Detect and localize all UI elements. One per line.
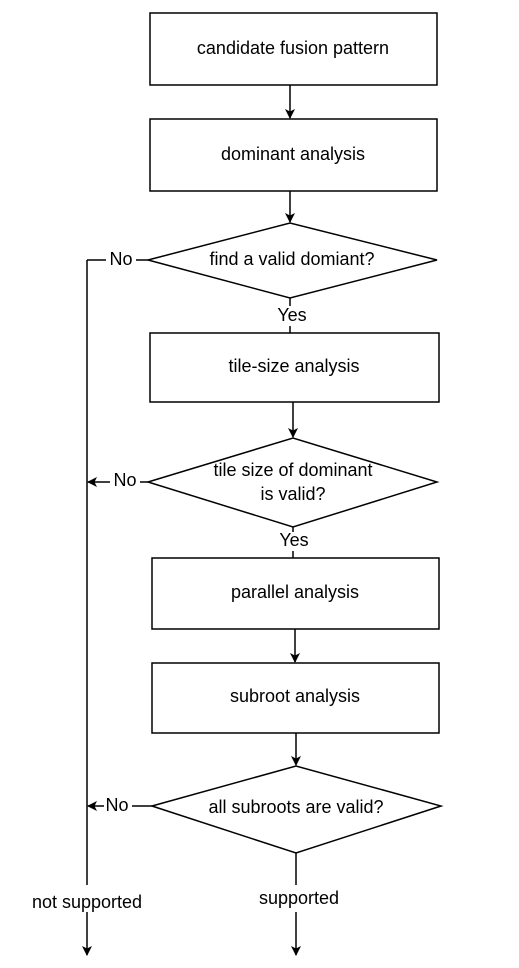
- decision3-label: all subroots are valid?: [208, 797, 383, 817]
- decision-subroots-valid: [149, 765, 444, 854]
- decision1-no-label: No: [109, 249, 132, 269]
- decision2-label-line1: tile size of dominant: [213, 460, 372, 480]
- decision1-yes-label: Yes: [277, 305, 306, 325]
- decision2-label-line2: is valid?: [260, 484, 325, 504]
- decision3-no-label: No: [105, 795, 128, 815]
- tilesize-box: [149, 332, 440, 403]
- tilesize-label: tile-size analysis: [228, 356, 359, 376]
- dominant-label: dominant analysis: [221, 144, 365, 164]
- decision2-yes-label: Yes: [279, 530, 308, 550]
- decision1-label: find a valid domiant?: [209, 249, 374, 269]
- parallel-box: [151, 557, 440, 630]
- not-supported-label: not supported: [32, 892, 142, 912]
- parallel-label: parallel analysis: [231, 582, 359, 602]
- subroot-box: [151, 662, 440, 734]
- candidate-box: [149, 12, 438, 86]
- decision-valid-dominant: [145, 222, 438, 299]
- subroot-label: subroot analysis: [230, 686, 360, 706]
- decision2-no-label: No: [113, 470, 136, 490]
- candidate-label: candidate fusion pattern: [197, 38, 389, 58]
- dominant-box: [149, 118, 438, 192]
- supported-label: supported: [259, 888, 339, 908]
- decision-tile-size-valid: [145, 437, 440, 528]
